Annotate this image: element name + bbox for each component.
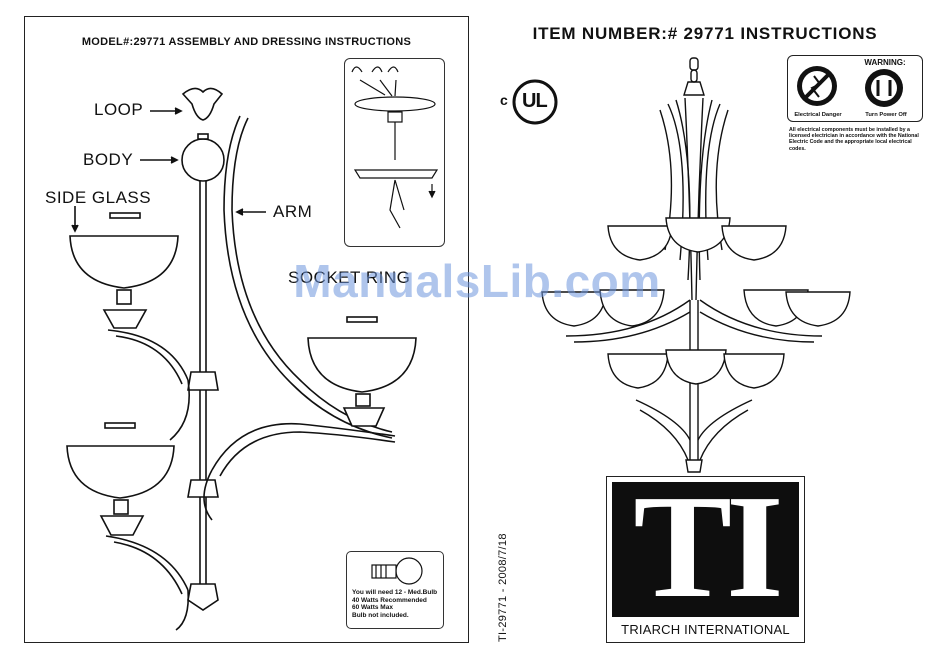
label-arm: ARM (273, 202, 313, 221)
loop-part (181, 87, 224, 121)
glass-bowl-lower (66, 445, 175, 499)
bulb-info-text: You will need 12 - Med.Bulb 40 Watts Rec… (352, 589, 442, 619)
wiring-inset (344, 58, 445, 247)
bulb-line-3: 60 Watts Max (352, 604, 393, 612)
ul-text: UL (522, 90, 548, 112)
label-side-glass: SIDE GLASS (45, 188, 152, 207)
bulb-info-box (346, 551, 444, 629)
glass-bowl-upper (69, 235, 179, 289)
logo-frame (606, 476, 805, 643)
warning-box (787, 55, 923, 122)
item-title: ITEM NUMBER:# 29771 INSTRUCTIONS (532, 24, 878, 43)
warning-title: WARNING: (864, 58, 906, 67)
bulb-line-1: You will need 12 - Med.Bulb (352, 589, 438, 596)
ul-prefix: c (500, 92, 508, 108)
label-socket-ring: SOCKET RING (288, 268, 411, 287)
glass-bowl-right (307, 337, 417, 393)
warning-caption-left: Electrical Danger (794, 112, 842, 118)
document-code: TI-29771 - 2008/7/18 (497, 533, 509, 642)
assembly-panel (24, 16, 469, 643)
bulb-line-2: 40 Watts Recommended (352, 596, 427, 604)
logo-letters: TI (633, 465, 783, 629)
logo-background (612, 482, 799, 617)
label-body: BODY (83, 150, 134, 169)
company-name: TRIARCH INTERNATIONAL (621, 622, 790, 637)
warning-caption-right: Turn Power Off (865, 112, 907, 118)
bulb-line-4: Bulb not included. (352, 611, 409, 619)
long-arm (231, 117, 393, 433)
watermark-text: ManualsLib.com (293, 255, 661, 307)
warning-note: All electrical components must be instal… (789, 127, 919, 152)
label-loop: LOOP (94, 100, 144, 119)
assembly-title: MODEL#:29771 ASSEMBLY AND DRESSING INSTR… (81, 36, 412, 48)
